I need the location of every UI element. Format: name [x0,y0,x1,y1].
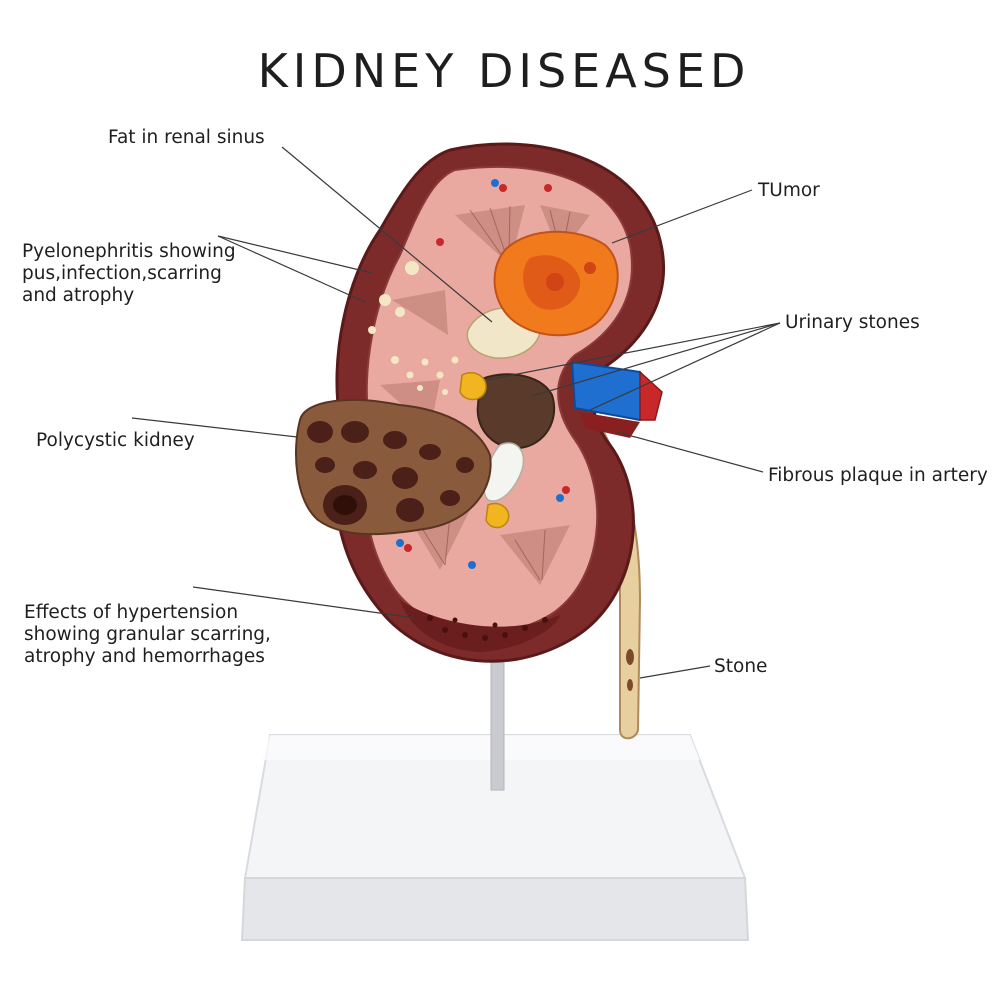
pyelonephritis-spots [368,261,459,395]
label-stone: Stone [714,656,768,677]
label-polycystic-kidney: Polycystic kidney [36,430,195,451]
leader-hypertension [192,586,416,619]
leader-lines [131,146,781,679]
leader-fat-in-renal-sinus [281,146,493,323]
leader-urinary-stones-a [486,322,781,381]
diagram-title: KIDNEY DISEASED [257,44,751,98]
urinary-stones [459,371,525,529]
label-hypertension-line-1: Effects of hypertension [24,602,239,623]
label-fat-in-renal-sinus: Fat in renal sinus [108,127,265,148]
leader-urinary-stones-b [531,322,781,397]
leader-pyelonephritis-a [217,235,373,274]
leader-pyelonephritis-b [217,235,366,303]
label-pyelonephritis: Pyelonephritis showing pus,infection,sca… [22,241,236,307]
label-tumor: TUmor [758,180,820,201]
label-hypertension-line-3: atrophy and hemorrhages [24,646,265,667]
label-pyelonephritis-line-1: Pyelonephritis showing [22,241,236,262]
label-pyelonephritis-line-2: pus,infection,scarring [22,263,222,284]
tumor [493,230,619,337]
stand-base [240,734,750,941]
label-fibrous-plaque: Fibrous plaque in artery [768,465,988,486]
leader-stone [639,665,711,679]
label-pyelonephritis-line-3: and atrophy [22,285,135,306]
renal-artery [570,360,663,438]
leader-urinary-stones-c [589,322,781,411]
hemorrhage-dots [427,615,548,641]
leader-polycystic-kidney [131,417,298,438]
granular-scarring [400,600,560,652]
leader-fibrous-plaque [616,431,764,473]
label-urinary-stones: Urinary stones [785,312,920,333]
renal-pelvis [476,373,556,450]
ureter-stone [626,649,634,665]
label-hypertension: Effects of hypertension showing granular… [24,602,271,668]
polycystic-mass [295,399,492,536]
cortex-vessels [396,179,570,569]
label-hypertension-line-2: showing granular scarring, [24,624,271,645]
leader-tumor [611,189,753,244]
